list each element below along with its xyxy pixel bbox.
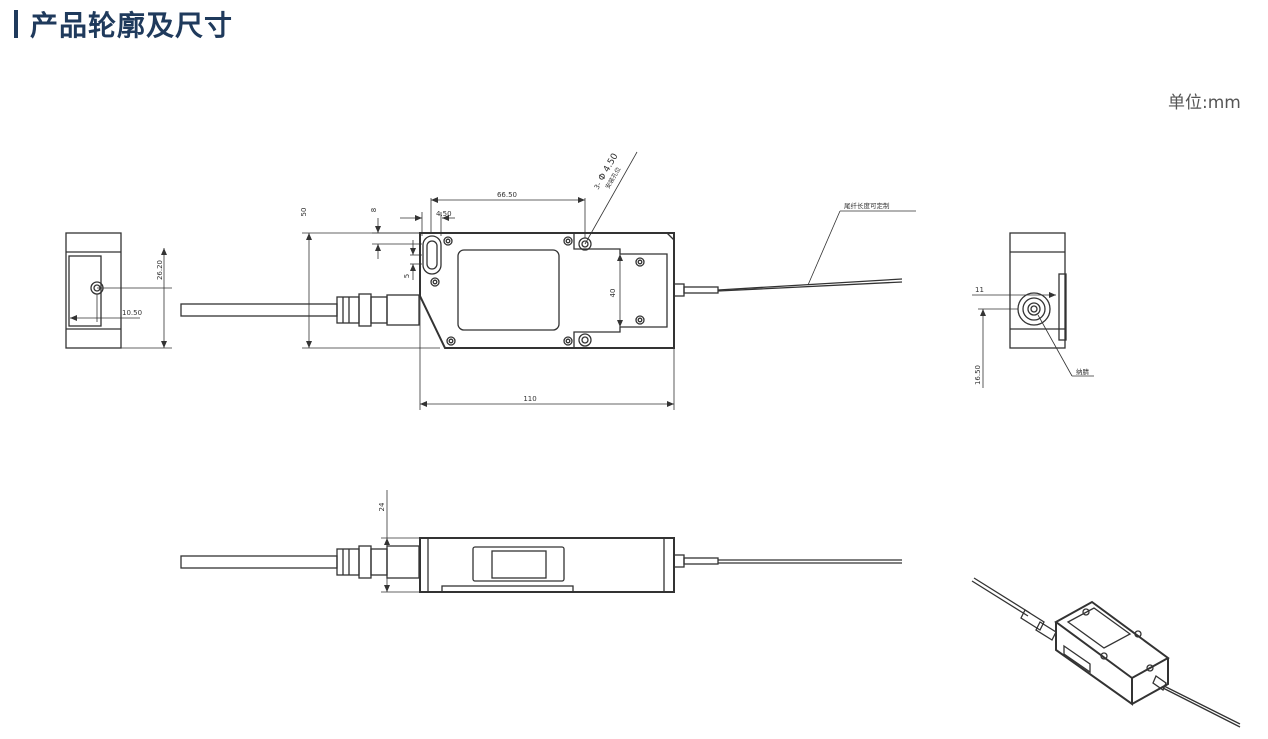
right-end-view: 11 16.50 纳腈	[972, 232, 1094, 388]
side-view: 24	[180, 490, 902, 593]
dim-40: 40	[609, 289, 617, 298]
left-end-view: 26.20 10.50	[65, 232, 172, 349]
dim-24: 24	[378, 502, 386, 511]
hole-count: 3-	[593, 181, 604, 191]
dim-5: 5	[403, 274, 411, 278]
isometric-view	[971, 577, 1241, 728]
dim-11: 11	[975, 286, 984, 294]
dim-50: 50	[300, 208, 308, 217]
dim-4-50: 4.50	[436, 210, 452, 218]
title-accent-bar	[14, 10, 18, 38]
dim-26-20: 26.20	[156, 260, 164, 280]
unit-label: 单位:mm	[1168, 93, 1241, 113]
dim-110: 110	[523, 395, 536, 403]
pigtail-note: 尾纤长度可定制	[844, 201, 890, 210]
front-view: 尾纤长度可定制 66.50 4.50 8 5 50 40	[180, 152, 916, 410]
page-title: 产品轮廓及尺寸	[30, 9, 234, 42]
dim-8: 8	[370, 208, 378, 212]
dim-66-50: 66.50	[497, 191, 517, 199]
dim-10-50: 10.50	[122, 309, 142, 317]
fiber-note: 纳腈	[1076, 367, 1090, 376]
dim-16-50: 16.50	[974, 365, 982, 385]
